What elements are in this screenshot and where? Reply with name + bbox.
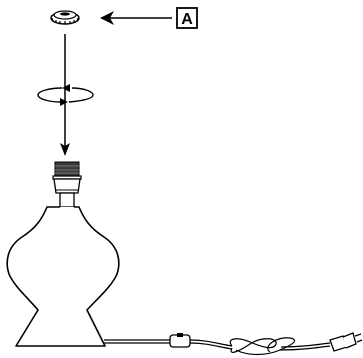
lamp-base-icon (6, 206, 120, 347)
locking-ring-icon (50, 10, 80, 25)
part-label-text: A (181, 11, 193, 28)
lamp-socket-icon (52, 161, 82, 208)
rotation-arrow-icon (37, 84, 94, 106)
power-cord-icon (104, 332, 363, 356)
part-label-box: A (176, 7, 198, 29)
plug-icon (329, 332, 363, 352)
inline-switch-icon (169, 333, 191, 348)
down-arrow (60, 34, 70, 156)
part-pointer-arrow (100, 11, 172, 25)
